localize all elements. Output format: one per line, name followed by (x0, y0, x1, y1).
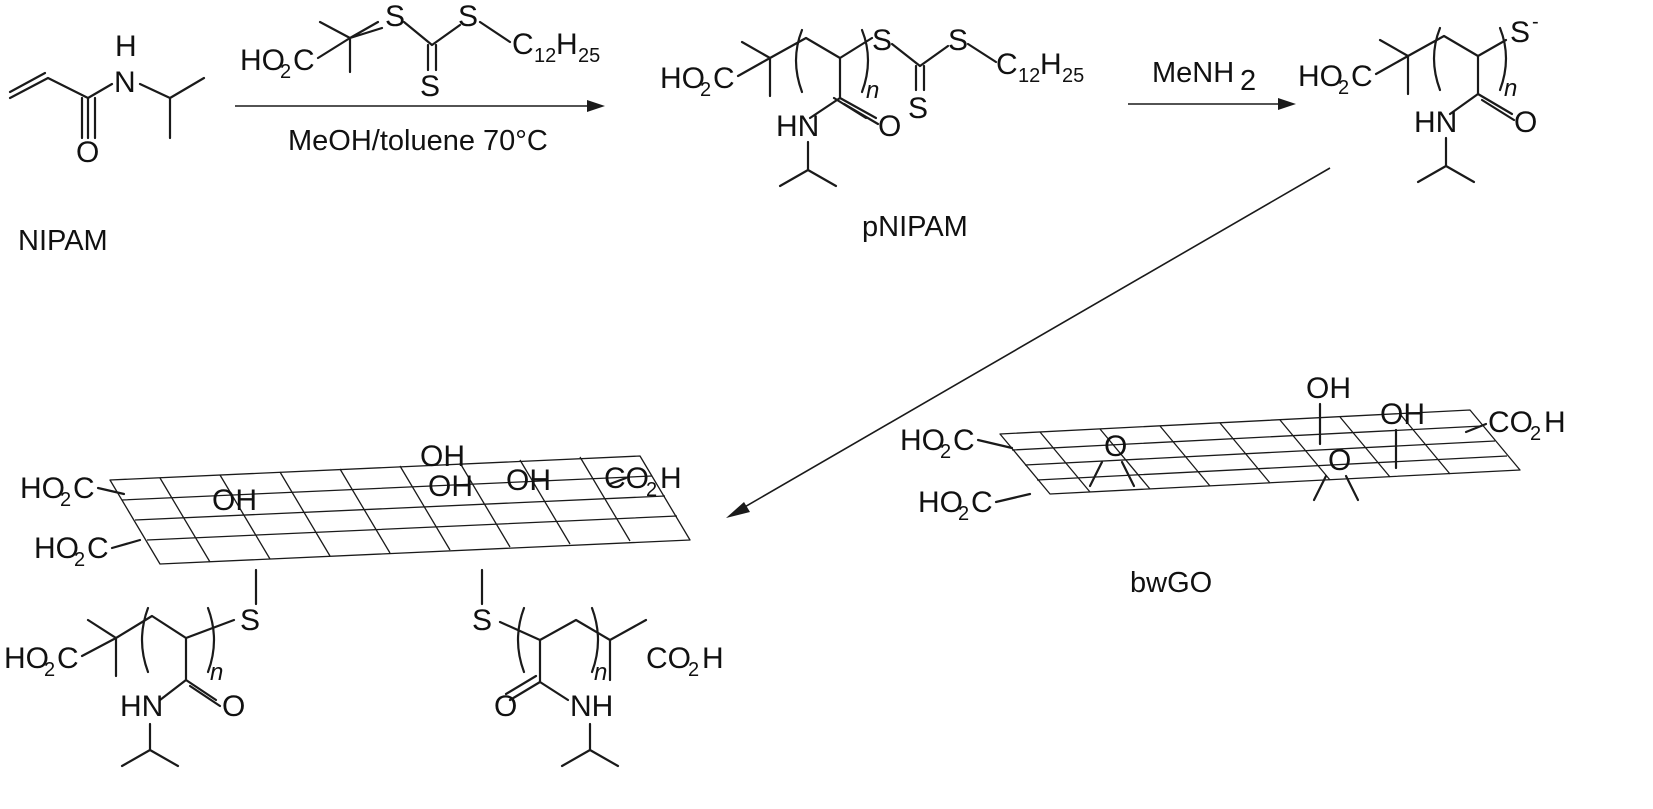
reaction-arrow-3 (735, 167, 1331, 513)
svg-text:12: 12 (1018, 65, 1040, 87)
svg-text:12: 12 (534, 45, 556, 67)
svg-text:C: C (1351, 60, 1373, 93)
nipam-structure: N H O (8, 30, 206, 169)
svg-text:HO: HO (918, 486, 963, 519)
svg-text:CO: CO (646, 642, 691, 675)
svg-text:HO: HO (1298, 60, 1343, 93)
svg-text:2: 2 (1240, 65, 1256, 97)
svg-text:H: H (1040, 48, 1062, 81)
ho-label: HO (240, 44, 285, 77)
svg-text:C: C (293, 44, 315, 77)
arrowhead-icon (726, 502, 750, 518)
nipam-label: NIPAM (18, 225, 108, 257)
svg-text:C: C (73, 472, 95, 505)
svg-text:HN: HN (1414, 106, 1457, 139)
svg-text:O: O (1104, 430, 1127, 463)
svg-text:2: 2 (1530, 423, 1541, 445)
svg-text:HO: HO (900, 424, 945, 457)
bwgo-label: bwGO (1130, 567, 1212, 599)
bwgo-structure: HO 2 C HO 2 C OH OH O O CO 2 H (900, 372, 1566, 525)
svg-text:25: 25 (1062, 65, 1084, 87)
step2-reagent: MeNH (1152, 57, 1234, 89)
svg-text:C: C (971, 486, 993, 519)
svg-text:n: n (594, 659, 607, 686)
svg-text:S: S (908, 92, 928, 125)
product-structure: HO 2 C HO 2 C OH OH OH OH CO 2 H S S HO … (4, 440, 724, 768)
svg-text:HO: HO (34, 532, 79, 565)
svg-text:2: 2 (688, 659, 699, 681)
svg-text:2: 2 (74, 549, 85, 571)
svg-text:S: S (948, 24, 968, 57)
svg-text:HO: HO (4, 642, 49, 675)
svg-text:HN: HN (776, 110, 819, 143)
svg-text:HO: HO (660, 62, 705, 95)
svg-text:2: 2 (940, 441, 951, 463)
svg-text:O: O (222, 690, 245, 723)
svg-text:O: O (878, 110, 901, 143)
raft-agent-structure: HO 2 C S S S C 12 H 25 (240, 0, 600, 103)
svg-text:2: 2 (958, 503, 969, 525)
svg-text:2: 2 (60, 489, 71, 511)
svg-text:25: 25 (578, 45, 600, 67)
svg-text:O: O (1514, 106, 1537, 139)
arrowhead-icon (1278, 98, 1296, 110)
svg-text:HO: HO (20, 472, 65, 505)
svg-text:n: n (210, 659, 223, 686)
svg-text:C: C (953, 424, 975, 457)
atom-o: O (76, 136, 99, 169)
svg-text:H: H (1544, 406, 1566, 439)
svg-text:C: C (57, 642, 79, 675)
svg-text:OH: OH (506, 464, 551, 497)
step1-conditions: MeOH/toluene 70°C (288, 125, 548, 157)
repeat-n: n (866, 77, 879, 104)
svg-text:S: S (472, 604, 492, 637)
svg-text:S: S (240, 604, 260, 637)
thiolate-structure: HO 2 C n S - O HN (1298, 11, 1539, 184)
svg-text:NH: NH (570, 690, 613, 723)
svg-text:n: n (1504, 75, 1517, 102)
svg-text:C: C (713, 62, 735, 95)
svg-text:O: O (494, 690, 517, 723)
svg-text:O: O (1328, 444, 1351, 477)
svg-text:OH: OH (428, 470, 473, 503)
atom-s: S (385, 0, 405, 33)
atom-h: H (115, 30, 137, 63)
svg-text:C: C (87, 532, 109, 565)
svg-text:2: 2 (700, 79, 711, 101)
svg-text:OH: OH (420, 440, 465, 473)
svg-text:C: C (996, 48, 1018, 81)
svg-text:H: H (556, 28, 578, 61)
svg-text:S: S (872, 24, 892, 57)
atom-s: S (458, 0, 478, 33)
svg-text:CO: CO (604, 462, 649, 495)
atom-s: S (420, 70, 440, 103)
svg-text:-: - (1532, 11, 1539, 33)
pnipam-label: pNIPAM (862, 211, 968, 243)
svg-text:2: 2 (1338, 77, 1349, 99)
svg-text:2: 2 (280, 61, 291, 83)
atom-n: N (114, 66, 136, 99)
svg-text:OH: OH (1306, 372, 1351, 405)
svg-text:OH: OH (212, 484, 257, 517)
svg-text:OH: OH (1380, 398, 1425, 431)
svg-text:2: 2 (646, 479, 657, 501)
svg-text:H: H (702, 642, 724, 675)
svg-text:S: S (1510, 16, 1530, 49)
svg-text:CO: CO (1488, 406, 1533, 439)
pnipam-structure: HO 2 C n S S S C 12 H 25 O HN (660, 24, 1084, 188)
svg-text:C: C (512, 28, 534, 61)
svg-text:HN: HN (120, 690, 163, 723)
svg-text:2: 2 (44, 659, 55, 681)
svg-text:H: H (660, 462, 682, 495)
arrowhead-icon (587, 100, 605, 112)
